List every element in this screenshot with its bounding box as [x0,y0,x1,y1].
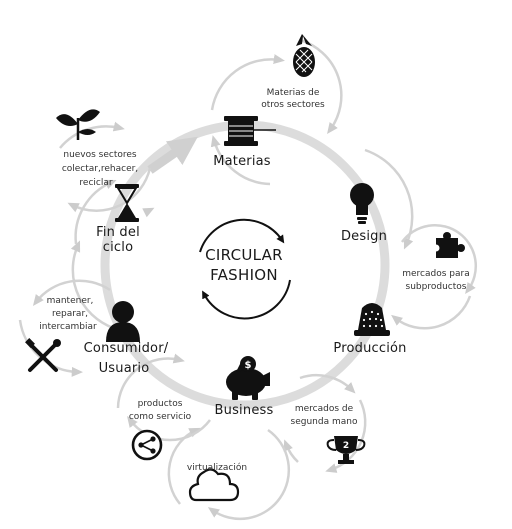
loop-segunda-mano-line2: segunda mano [291,417,358,427]
loop-nuevos-sectores-line2: colectar,rehacer, [62,164,138,174]
loop-subproductos-line1: mercados para [402,269,469,279]
loop-productos-servicio-line2: como servicio [129,412,192,422]
loop-arcs [18,38,478,521]
loop-subproductos-line2: subproductos [406,282,467,292]
loop-nuevos-sectores-line1: nuevos sectores [63,150,137,160]
tools-icon [25,338,61,372]
thimble-icon [354,303,390,336]
center-title-line2: FASHION [210,266,278,284]
loop-mantener-line2: reparar, [52,309,88,319]
stage-label-consumidor-line2: Usuario [99,361,150,376]
trophy-icon: 2 [326,436,366,464]
loop-nuevos-sectores-line3: reciclar [79,178,112,188]
stage-label-fin-line2: ciclo [103,240,133,255]
puzzle-icon [432,232,465,258]
loop-materias-otros-line1: Materias de [267,88,320,98]
stage-label-business: Business [215,403,274,418]
svg-text:2: 2 [343,441,349,451]
stage-label-materias: Materias [213,154,271,169]
svg-text:$: $ [245,360,252,371]
loop-productos-servicio-line1: productos [138,399,183,409]
loop-segunda-mano-line1: mercados de [295,404,354,414]
person-icon [106,301,140,342]
pineapple-icon [293,34,315,77]
center-title-line1: CIRCULAR [205,246,283,264]
center-cycle-arrows [199,218,291,320]
hourglass-icon [115,184,139,222]
loop-mantener-line3: intercambiar [39,322,97,332]
loop-mantener-line1: mantener, [47,296,94,306]
stage-label-produccion: Producción [333,341,406,356]
loop-virtualizacion: virtualización [187,462,247,473]
thread-spool-icon [224,116,276,146]
main-cycle-arrow [147,136,198,174]
stage-label-fin-line1: Fin del [96,225,140,240]
piggy-bank-icon: $ [226,356,270,400]
loop-materias-otros-line2: otros sectores [261,100,325,110]
share-icon [131,429,163,461]
sprout-icon [56,109,100,140]
stage-label-consumidor-line1: Consumidor/ [84,341,169,356]
cloud-icon [188,468,240,502]
lightbulb-icon [350,183,374,224]
stage-label-design: Design [341,229,387,244]
